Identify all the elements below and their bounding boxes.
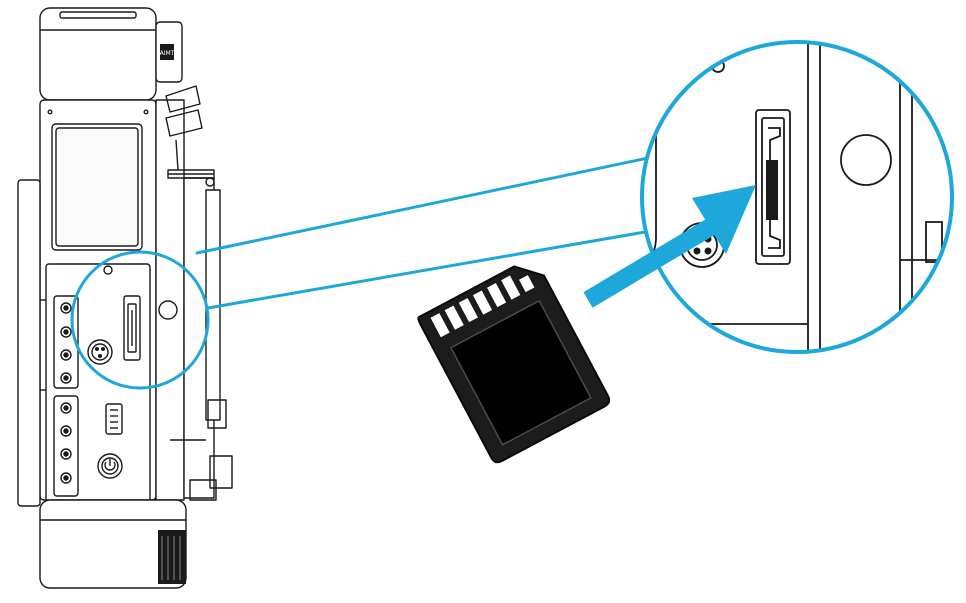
zoom-callout-lines [195, 156, 650, 310]
insert-arrow-icon [583, 185, 756, 308]
sd-card-icon [417, 265, 611, 464]
svg-text:AIMT: AIMT [160, 50, 175, 57]
device-logo: AIMT [160, 44, 175, 60]
xlr-connector-icon [87, 339, 113, 365]
vent-grille [158, 530, 186, 584]
audio-ports [60, 302, 72, 484]
highlight-circle [70, 250, 210, 390]
camera-body-side-icon: AIMT [17, 7, 233, 589]
sd-card-slot [123, 295, 141, 361]
magnifier-callout-icon [640, 40, 954, 354]
power-button-icon [97, 453, 123, 479]
